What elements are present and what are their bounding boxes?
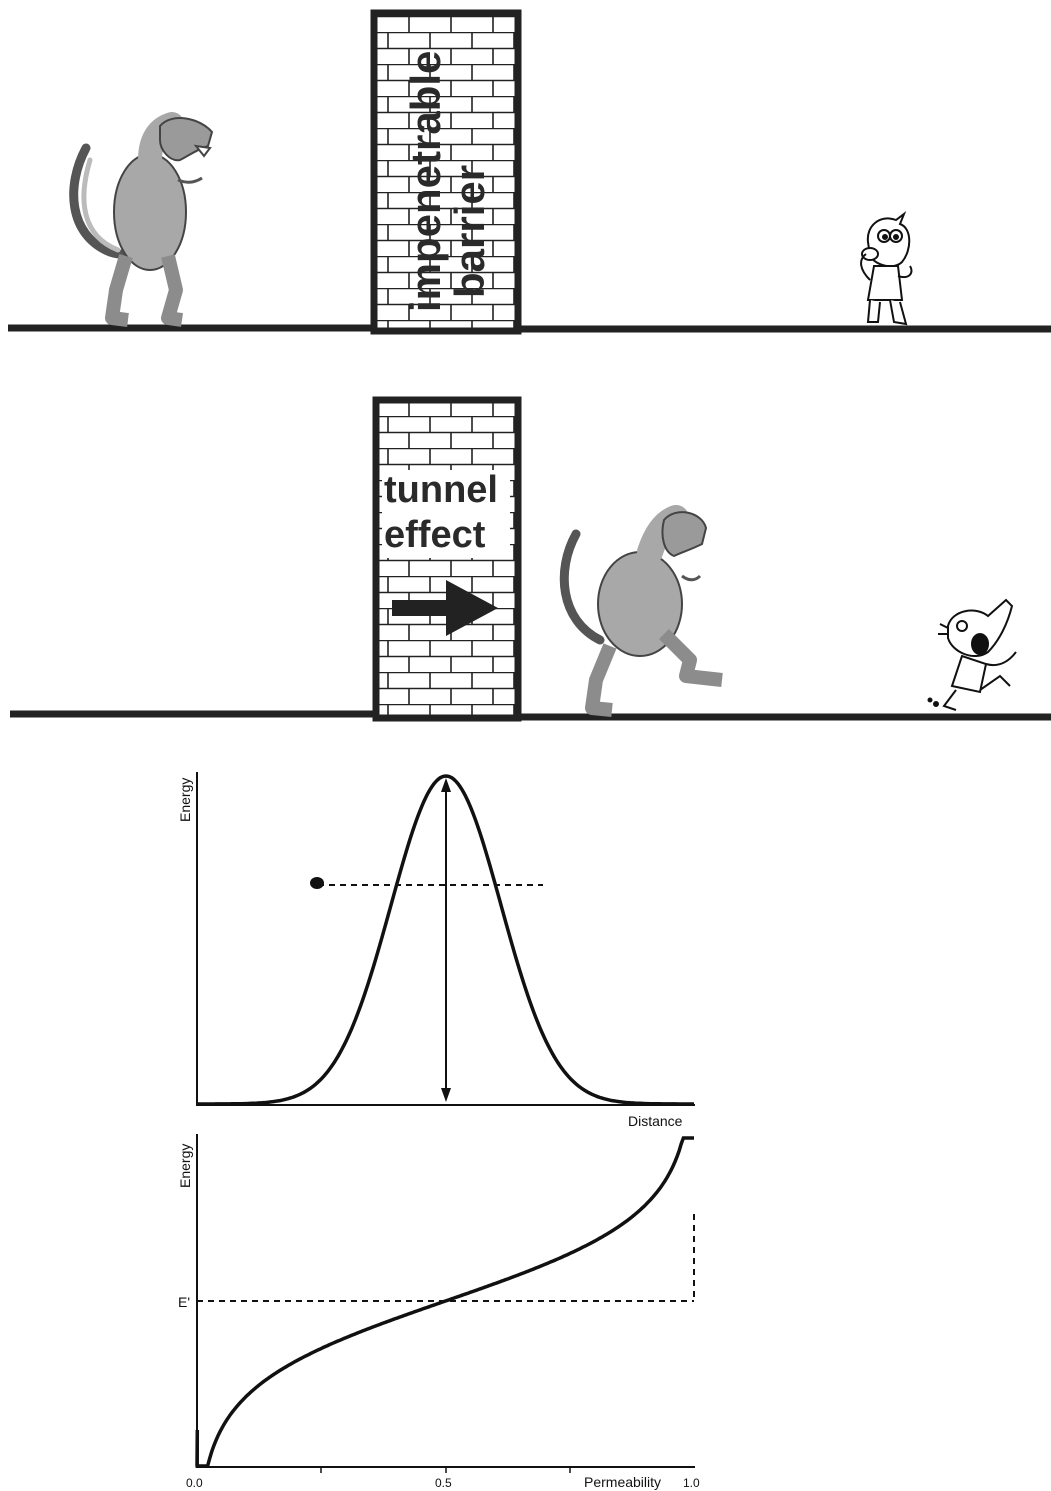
label-backdrop xyxy=(382,470,510,558)
x-axis-label: Distance xyxy=(628,1113,683,1129)
y-axis-label: Energy xyxy=(177,778,193,822)
brick-wall xyxy=(370,9,522,335)
scene-tunnel-effect: tunnel effect xyxy=(10,396,1051,722)
cartoon-man-scared-icon xyxy=(927,598,1017,711)
energy-barrier-plot: Energy Distance xyxy=(177,772,695,1129)
x-tick-label-0.5: 0.5 xyxy=(435,1476,452,1490)
right-arrow-icon xyxy=(392,580,498,636)
energy-barrier-curve xyxy=(198,774,694,1106)
x-axis-label: Permeability xyxy=(584,1474,661,1490)
t-rex-running-icon xyxy=(559,505,723,717)
scene-impenetrable-barrier: impenetrable barrier xyxy=(8,9,1051,335)
energy-marker-label: E' xyxy=(178,1294,190,1310)
brick-wall xyxy=(372,396,522,722)
x-tick-label-1: 1.0 xyxy=(683,1476,700,1490)
barrier-label-line1: impenetrable xyxy=(402,51,449,312)
y-axis-label: Energy xyxy=(177,1144,193,1188)
particle-dot xyxy=(310,877,324,889)
tunnel-label-line2: effect xyxy=(384,514,486,556)
tunnel-label-line1: tunnel xyxy=(384,469,498,511)
energy-permeability-plot: Energy 0.0 0.5 Permeability 1.0 E' xyxy=(177,1134,700,1490)
permeability-curve xyxy=(195,1136,694,1468)
t-rex-standing-icon xyxy=(69,112,214,327)
barrier-label-line2: barrier xyxy=(446,165,493,298)
barrier-height-arrow xyxy=(441,778,451,1102)
x-tick-label-0: 0.0 xyxy=(186,1476,203,1490)
cartoon-man-calm-icon xyxy=(860,211,913,326)
